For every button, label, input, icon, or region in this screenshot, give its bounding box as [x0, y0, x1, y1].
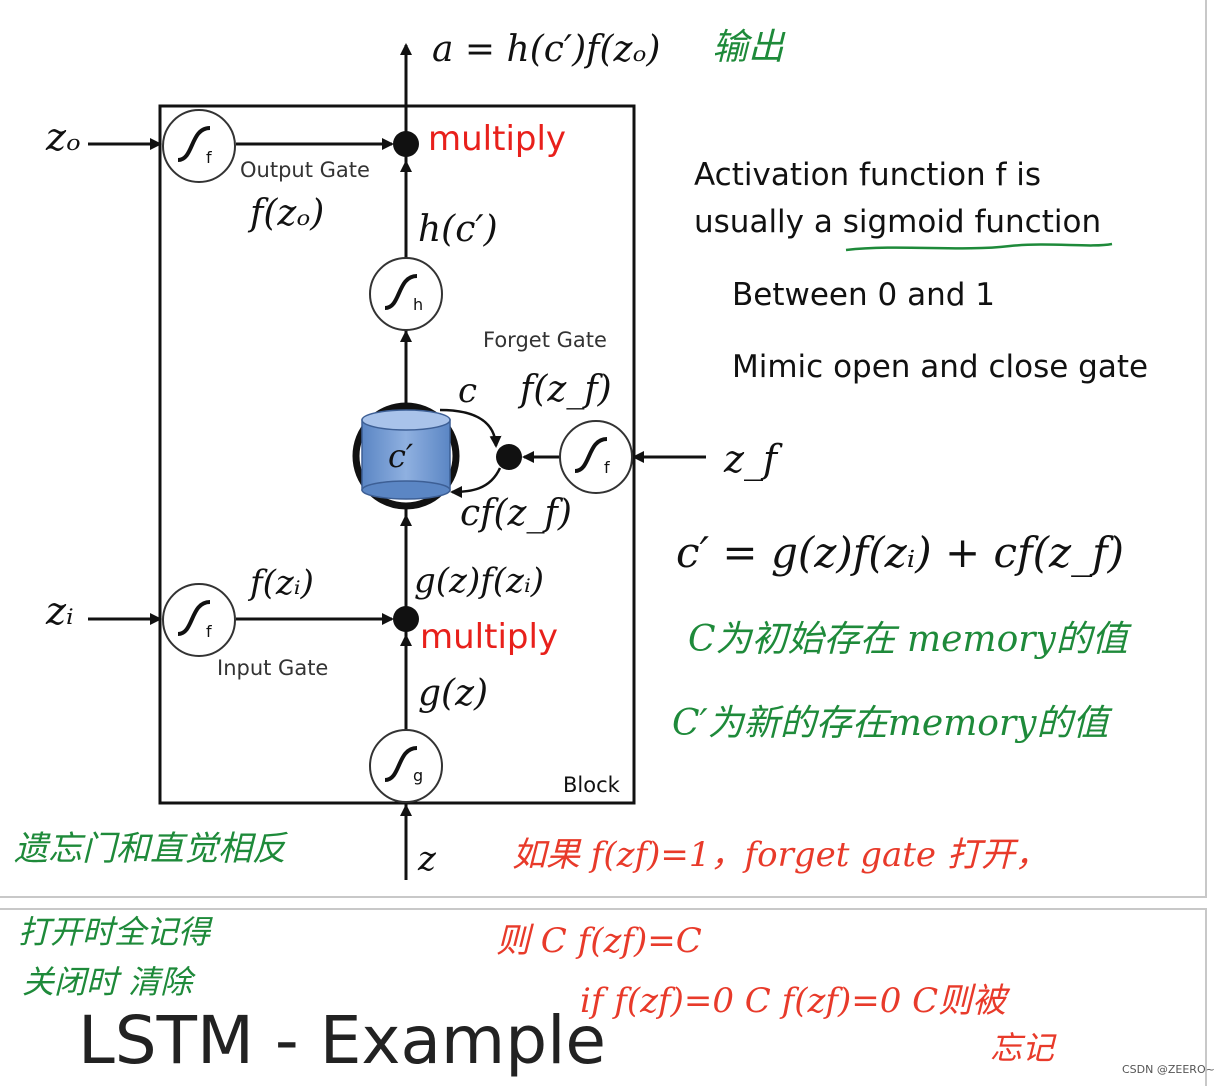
label-h-c: h(c′) — [418, 209, 498, 250]
output-note: 输出 — [712, 27, 785, 68]
loop-arrow-cf — [450, 467, 502, 498]
multiply-dot-bottom — [393, 606, 419, 632]
sigmoid-output-sub: f — [206, 148, 212, 167]
activation-line2: usually a sigmoid function — [694, 207, 1101, 238]
note-close: 关闭时 清除 — [22, 963, 193, 1001]
label-f-zf: f(z_f) — [520, 369, 612, 410]
output-gate-label: Output Gate — [240, 158, 370, 182]
activation-line2-prefix: usually a — [694, 204, 843, 240]
watermark: CSDN @ZEERO~ — [1122, 1063, 1215, 1076]
forget-gate-label: Forget Gate — [483, 328, 607, 352]
label-f-zi: f(zᵢ) — [250, 563, 314, 603]
note-forgot: 忘记 — [990, 1029, 1055, 1067]
between-0-1: Between 0 and 1 — [732, 277, 995, 313]
label-f-zo: f(zₒ) — [250, 193, 325, 234]
input-z: z — [418, 839, 436, 879]
note-input-gate: 遗忘门和直觉相反 — [14, 829, 286, 869]
multiply-dot-top — [393, 131, 419, 157]
sigmoid-input-gate — [162, 583, 236, 657]
slide-title: LSTM - Example — [78, 1002, 607, 1079]
note-if-zero: if f(zf)=0 C f(zf)=0 C则被 — [580, 981, 1007, 1021]
sigmoid-forget-gate — [559, 420, 633, 494]
label-cf-zf: cf(z_f) — [460, 493, 572, 534]
sigmoid-output-gate — [162, 109, 236, 183]
multiply-dot-forget — [496, 444, 522, 470]
mimic-gate: Mimic open and close gate — [732, 349, 1149, 385]
output-formula: a = h(c′)f(zₒ) — [432, 29, 661, 70]
label-c: c — [458, 371, 478, 411]
label-gz-fzi: g(z)f(zᵢ) — [414, 561, 545, 601]
slide-bottom — [0, 908, 1207, 1086]
loop-arrow-c — [439, 408, 502, 448]
input-gate-label: Input Gate — [217, 656, 329, 680]
sigmoid-g — [369, 729, 443, 803]
note-if-forget-open: 如果 f(zf)=1，forget gate 打开， — [512, 835, 1049, 875]
cell-update-formula: c′ = g(z)f(zᵢ) + cf(z_f) — [676, 528, 1125, 577]
input-zf: z_f — [724, 437, 778, 481]
sigmoid-underline — [845, 242, 1113, 252]
input-zo: zₒ — [46, 115, 81, 159]
label-g-z: g(z) — [418, 673, 489, 714]
sigmoid-forget-sub: f — [604, 458, 610, 477]
activation-line1: Activation function f is — [694, 157, 1042, 193]
memory-cell-cylinder — [361, 409, 451, 500]
sigmoid-input-sub: f — [206, 622, 212, 641]
note-c-new: C′为新的存在memory的值 — [672, 703, 1109, 744]
cell-label: c′ — [388, 437, 414, 475]
sigmoid-g-sub: g — [413, 766, 424, 785]
block-label: Block — [563, 773, 620, 797]
multiply-label-top: multiply — [428, 119, 567, 159]
multiply-label-bottom: multiply — [420, 617, 559, 657]
note-open: 打开时全记得 — [18, 913, 211, 951]
sigmoid-h — [369, 257, 443, 331]
sigmoid-h-sub: h — [413, 295, 424, 314]
note-then: 则 C f(zf)=C — [496, 921, 702, 961]
note-c-initial: C为初始存在 memory的值 — [688, 619, 1128, 660]
activation-line2-underlined: sigmoid function — [842, 204, 1102, 240]
input-zi: zᵢ — [46, 589, 74, 633]
